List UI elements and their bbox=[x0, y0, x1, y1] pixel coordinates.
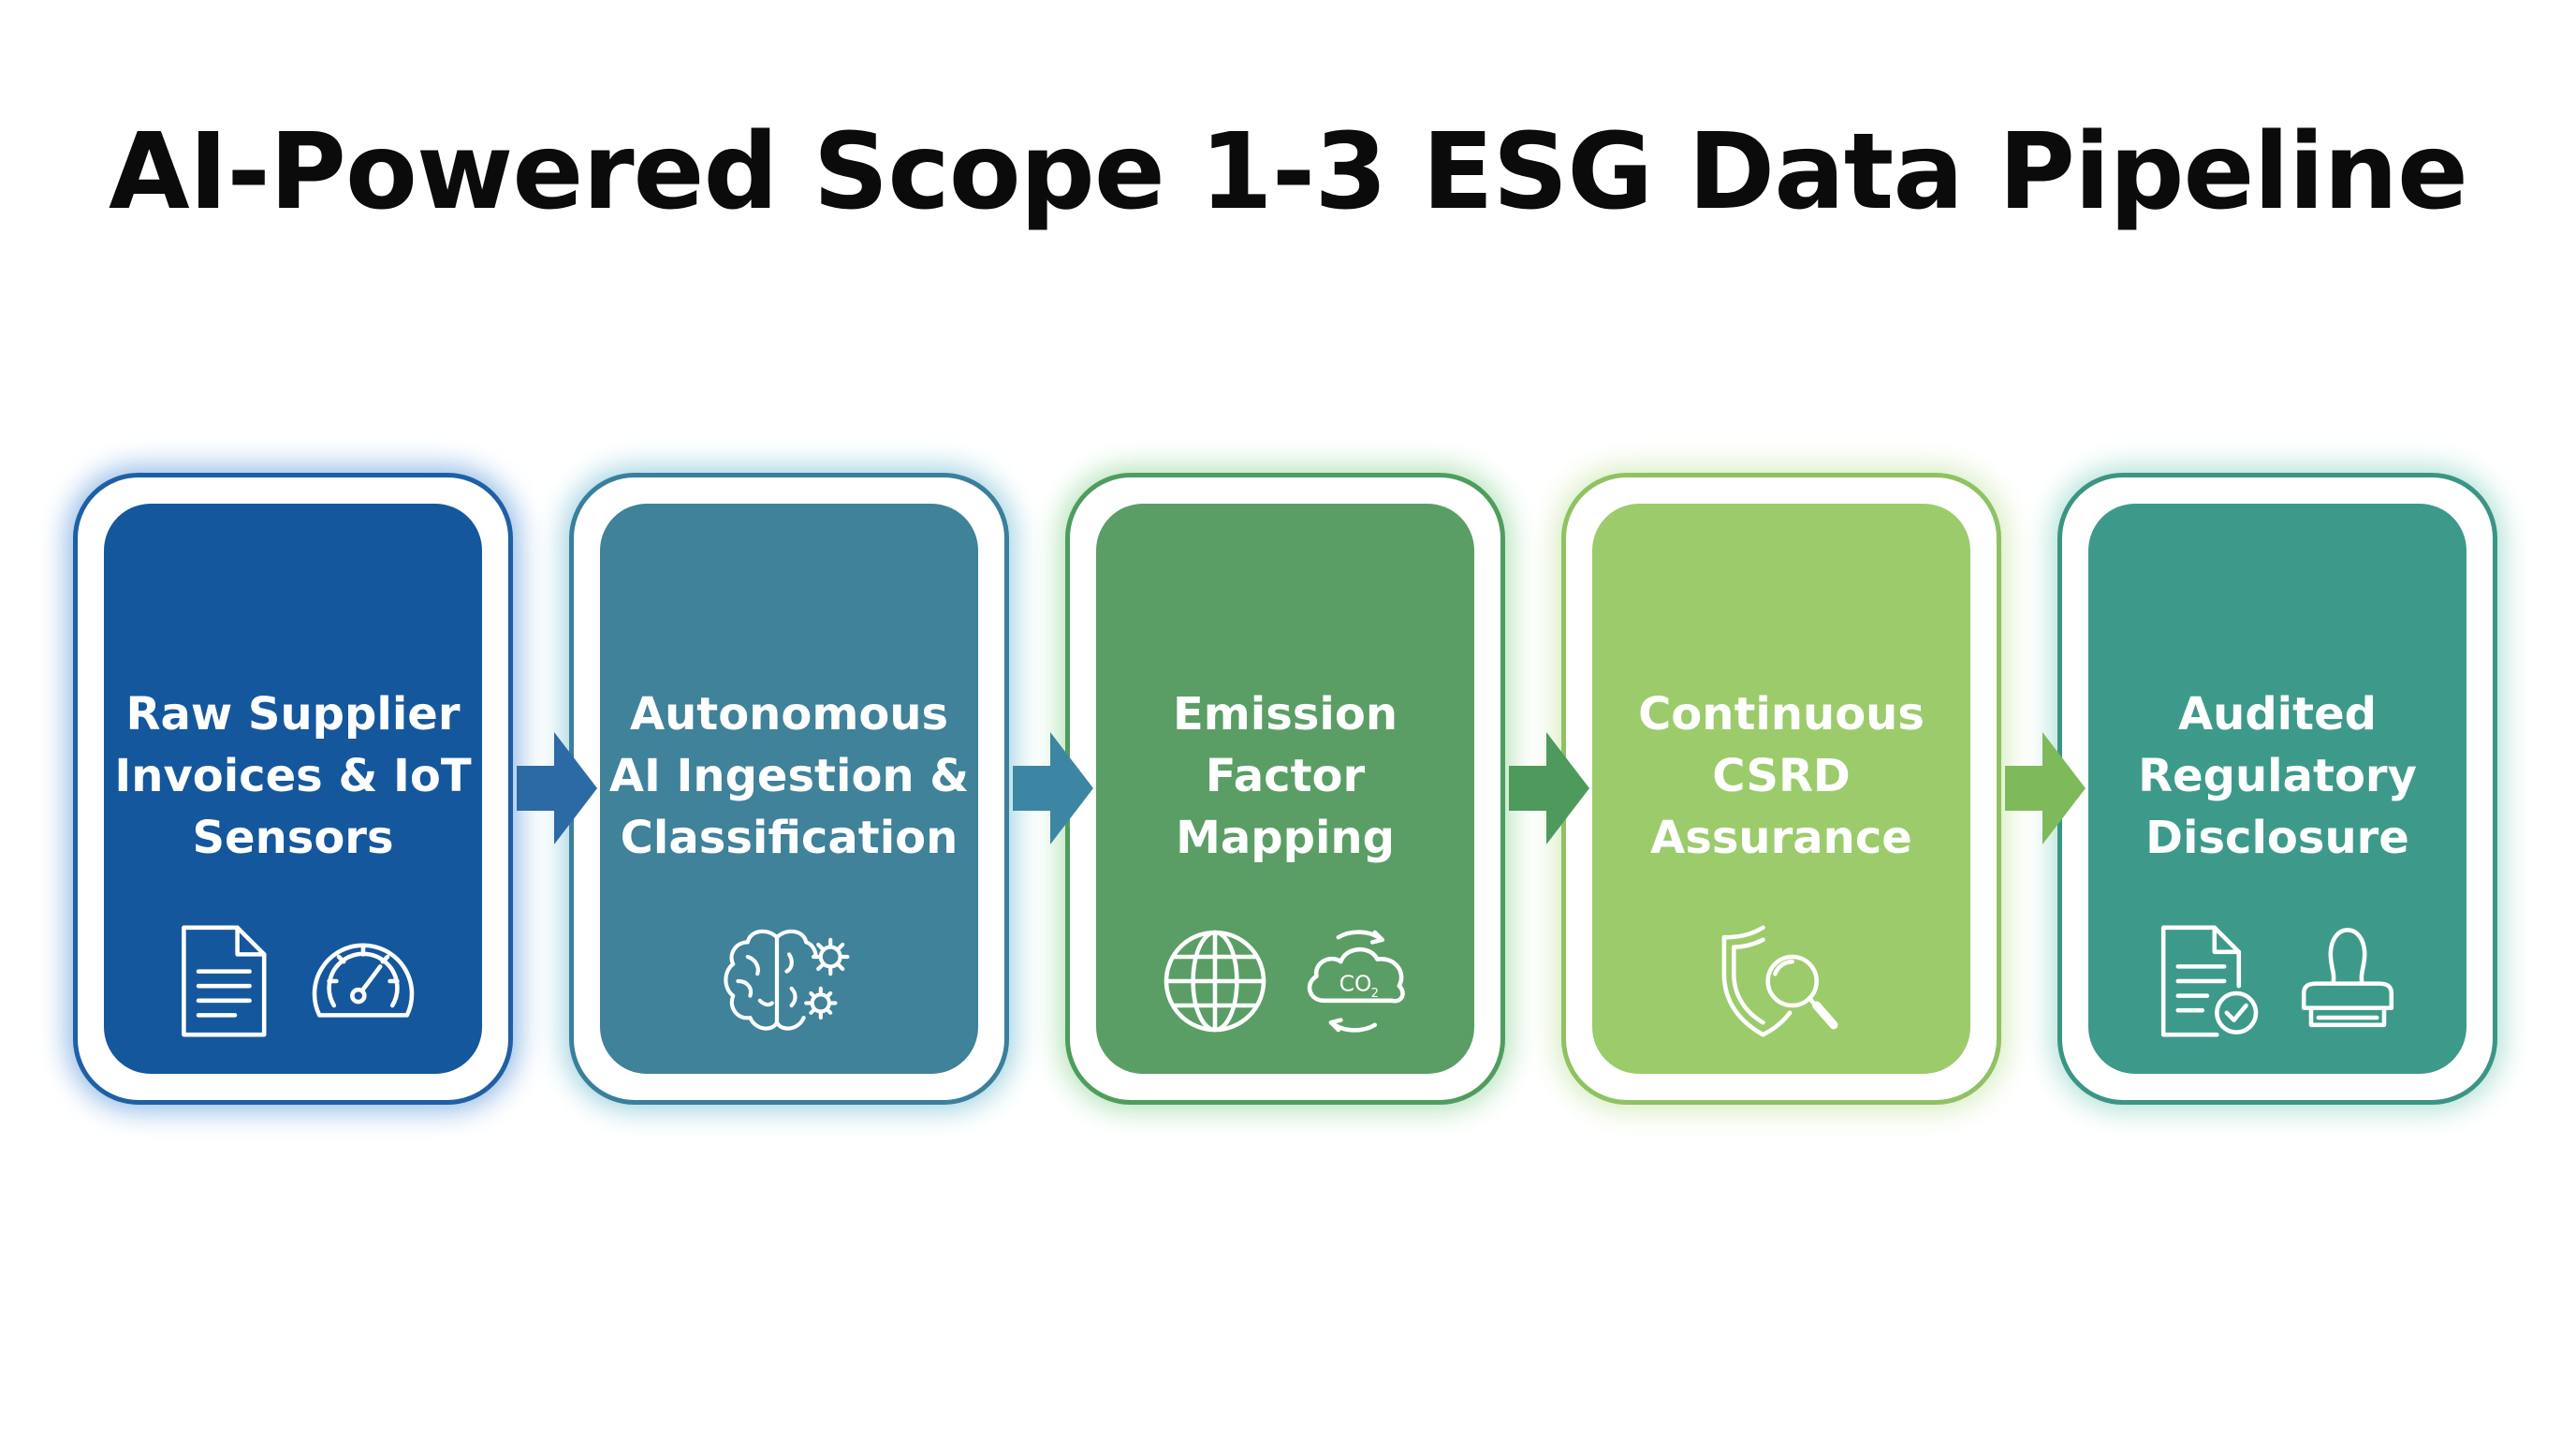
gauge-icon bbox=[312, 943, 415, 1018]
svg-text:2: 2 bbox=[1371, 987, 1379, 1001]
globe-icon bbox=[1164, 930, 1266, 1033]
step-label: Raw Supplier Invoices & IoT Sensors bbox=[114, 688, 472, 864]
checked-document-icon bbox=[2160, 925, 2259, 1037]
arrow-icon bbox=[517, 732, 597, 844]
brain-gears-icon bbox=[724, 929, 850, 1031]
pipeline-step-csrd-assurance: Continuous CSRD Assurance bbox=[1561, 473, 2001, 1105]
co2-cloud-icon: CO 2 bbox=[1307, 930, 1405, 1033]
arrow-icon bbox=[2005, 732, 2086, 844]
step-label: Emission Factor Mapping bbox=[1173, 688, 1398, 864]
stamp-icon bbox=[2301, 928, 2394, 1028]
page-title: AI-Powered Scope 1-3 ESG Data Pipeline bbox=[109, 111, 2468, 233]
step-label: Audited Regulatory Disclosure bbox=[2138, 688, 2417, 864]
arrow-icon bbox=[1013, 732, 1093, 844]
pipeline-step-raw-data: Raw Supplier Invoices & IoT Sensors bbox=[73, 473, 513, 1105]
step-icons bbox=[1592, 920, 1970, 1042]
arrow-icon bbox=[1509, 732, 1589, 844]
step-label: Continuous CSRD Assurance bbox=[1638, 688, 1925, 864]
step-icons: CO 2 bbox=[1096, 920, 1474, 1042]
step-card: Raw Supplier Invoices & IoT Sensors bbox=[104, 504, 482, 1074]
shield-magnifier-icon bbox=[1721, 925, 1838, 1037]
step-icons bbox=[2088, 920, 2466, 1042]
svg-text:CO: CO bbox=[1339, 970, 1372, 996]
step-card: Emission Factor Mapping CO 2 bbox=[1096, 504, 1474, 1074]
pipeline-step-disclosure: Audited Regulatory Disclosure bbox=[2057, 473, 2497, 1105]
step-card: Autonomous AI Ingestion & Classification bbox=[600, 504, 978, 1074]
pipeline-step-ai-ingestion: Autonomous AI Ingestion & Classification bbox=[569, 473, 1009, 1105]
step-icons bbox=[104, 920, 482, 1042]
pipeline-step-emission-mapping: Emission Factor Mapping CO 2 bbox=[1065, 473, 1505, 1105]
step-icons bbox=[600, 920, 978, 1042]
step-card: Audited Regulatory Disclosure bbox=[2088, 504, 2466, 1074]
step-label: Autonomous AI Ingestion & Classification bbox=[608, 688, 970, 864]
step-card: Continuous CSRD Assurance bbox=[1592, 504, 1970, 1074]
document-icon bbox=[182, 925, 267, 1037]
